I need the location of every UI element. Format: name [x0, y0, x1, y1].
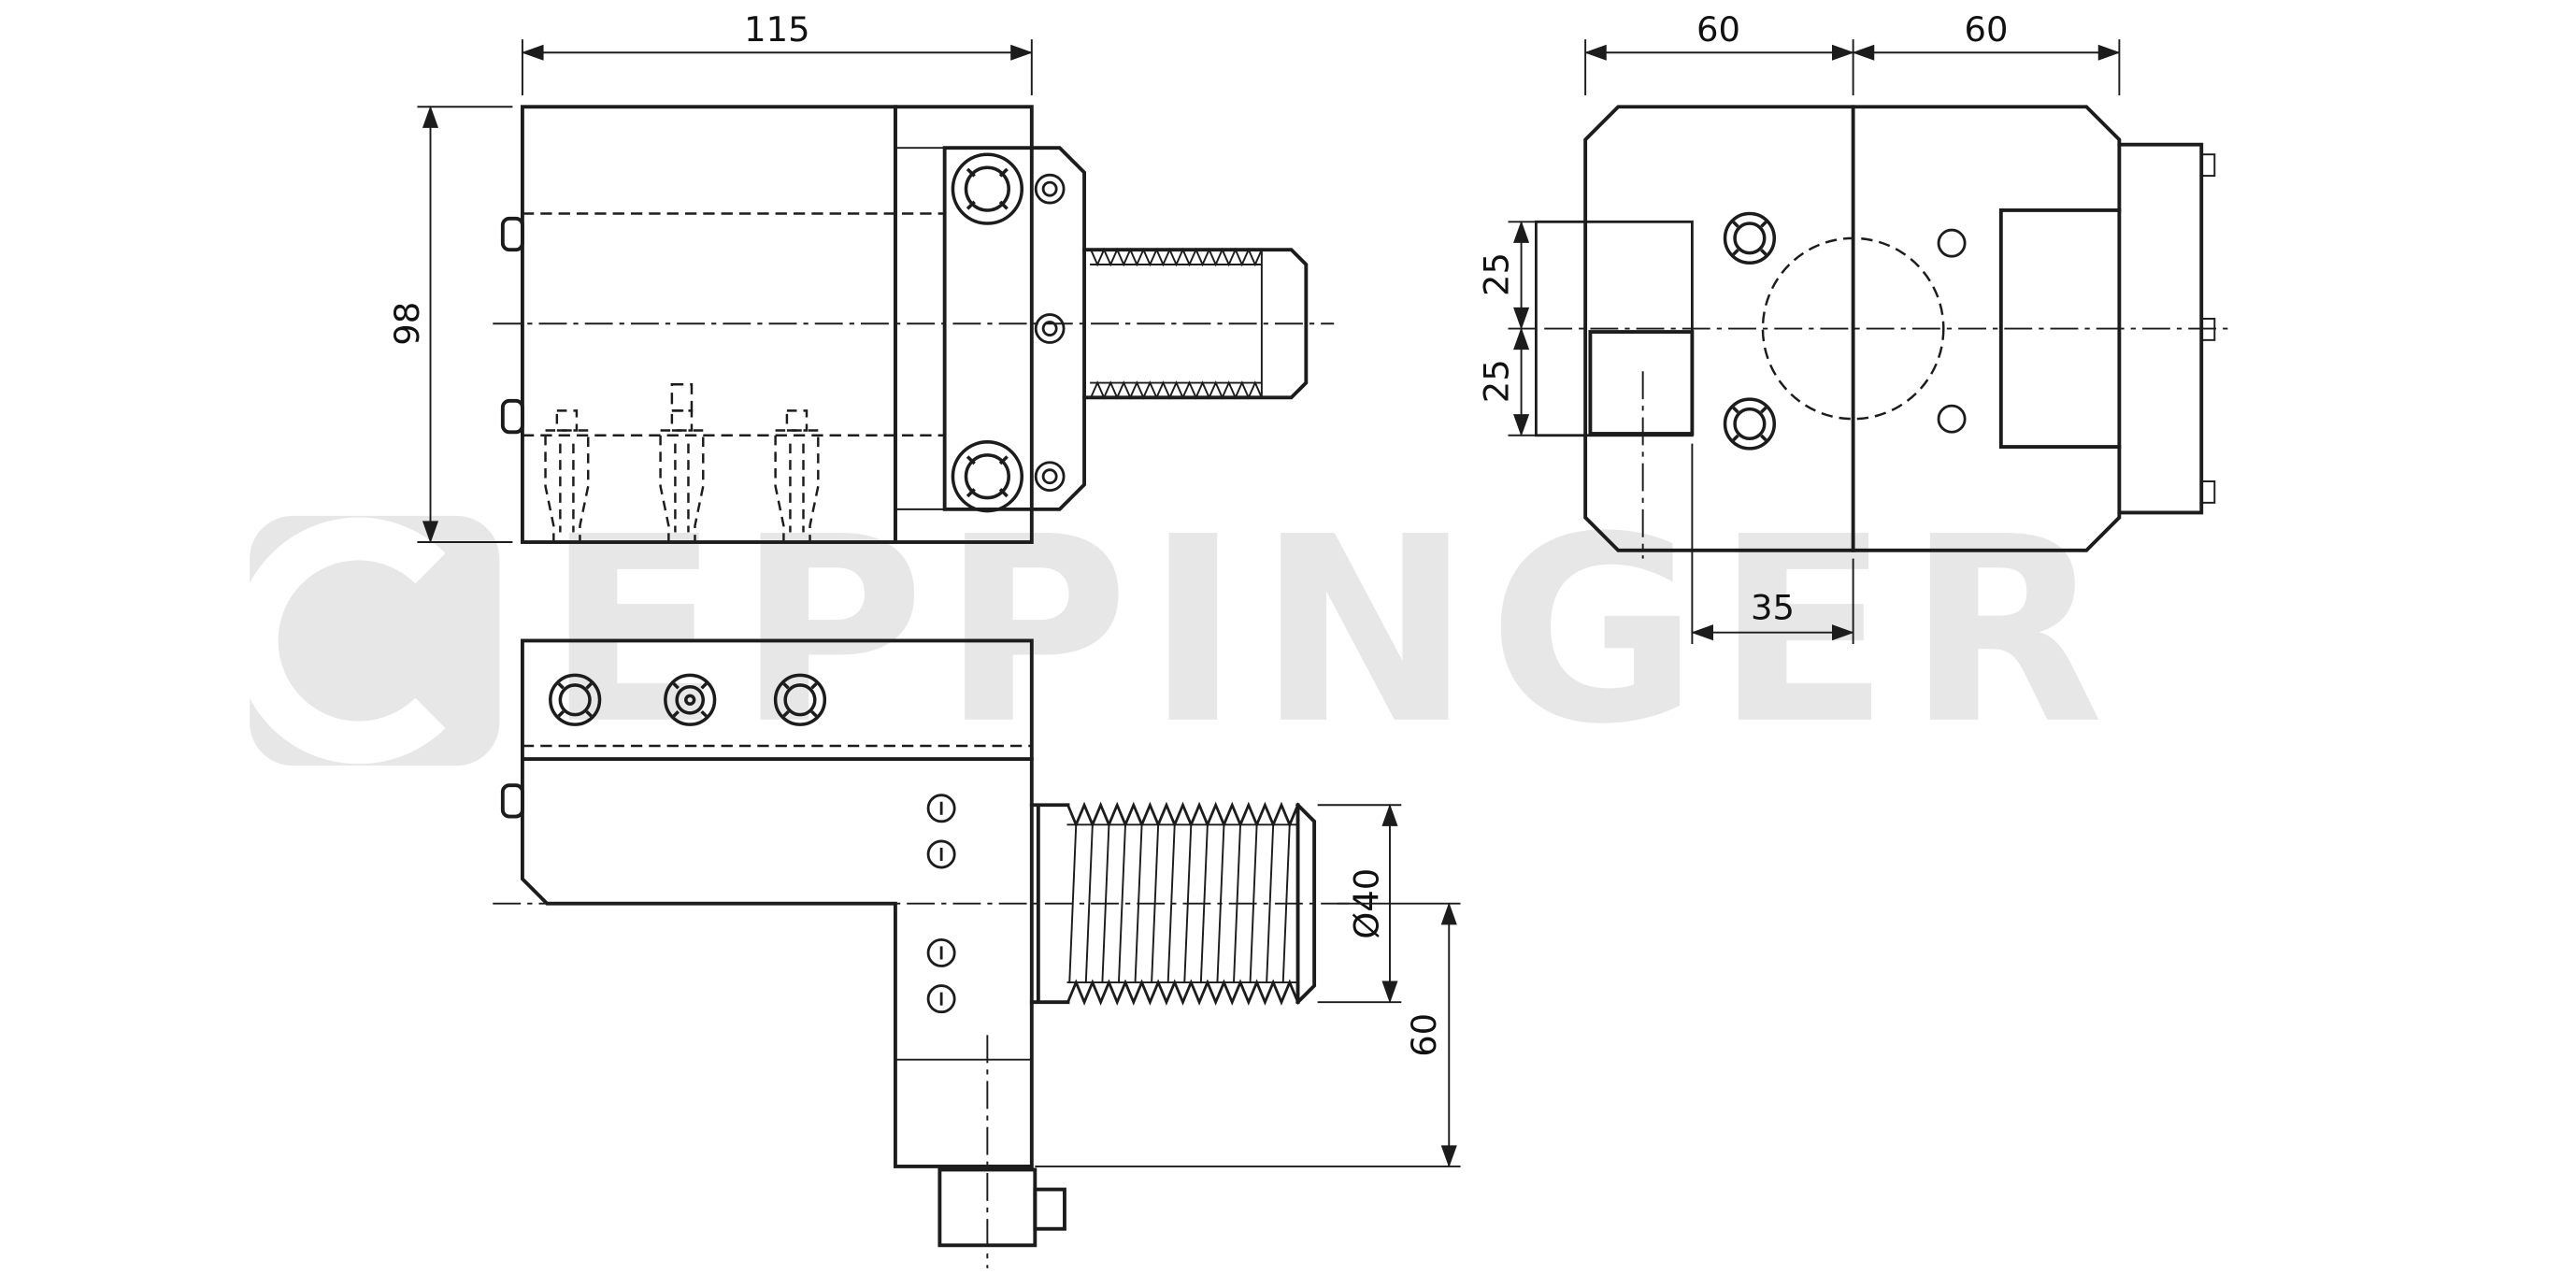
dim-label-axis-height: 60 — [1404, 1013, 1444, 1057]
dim-label-side-top-right: 60 — [1965, 9, 2009, 50]
dim-label-side-bottom: 35 — [1751, 588, 1795, 628]
bottom-body-outline — [521, 638, 1034, 1168]
dim-label-front-width: 115 — [744, 9, 809, 50]
dim-side-bottom: 35 — [1691, 443, 1854, 644]
eppinger-logo-swoosh — [235, 517, 446, 765]
watermark-text: EPPINGER — [546, 481, 2121, 780]
screw-icon — [951, 152, 1024, 225]
dim-side-top: 60 60 — [1583, 9, 2121, 95]
left-tab-upper — [500, 216, 524, 252]
dim-label-side-top-left: 60 — [1696, 9, 1740, 50]
thread-root-lines — [1066, 823, 1299, 984]
dim-side-left: 25 25 — [1477, 221, 1537, 437]
clamp-screw-stem-hidden — [670, 383, 694, 412]
shank-shoulder — [1029, 803, 1070, 1005]
coolant-port — [1588, 330, 1695, 436]
front-view: 115 98 — [387, 9, 1335, 544]
side-body-outline — [1583, 105, 2122, 552]
left-tab-lower — [500, 398, 524, 435]
hole-icon — [926, 984, 956, 1014]
shank-side-silhouette — [1998, 208, 2122, 450]
serration-bottom — [1089, 380, 1264, 400]
dim-front-width: 115 — [521, 9, 1034, 95]
left-tab — [500, 783, 524, 819]
flange-edge-lines — [894, 147, 946, 510]
side-view: 60 60 25 25 35 — [1477, 9, 2235, 644]
vdi-shank-outline — [1082, 248, 1309, 400]
bottom-clamp-tab — [1033, 1187, 1066, 1231]
hole-icon — [1937, 404, 1967, 434]
right-plate-tab — [2200, 153, 2216, 178]
dim-label-side-left-lower: 25 — [1477, 359, 1517, 403]
hole-icon — [926, 937, 956, 967]
hidden-edges — [522, 212, 945, 437]
right-plate-tab — [2200, 480, 2216, 504]
thread-crest-top — [1066, 801, 1300, 828]
extension-lines — [1584, 39, 2121, 95]
small-screw-icon — [1034, 313, 1066, 344]
screw-icon — [1723, 397, 1777, 451]
hole-icon — [926, 794, 956, 823]
extension-lines — [1035, 902, 1461, 1167]
bottom-view: Ø40 60 — [493, 638, 1461, 1268]
screw-icon — [1723, 211, 1777, 265]
dim-label-side-left-upper: 25 — [1477, 252, 1517, 296]
thread-crest-bottom — [1066, 979, 1300, 1006]
dim-label-front-height: 98 — [387, 302, 427, 346]
dim-axis-height: 60 — [1035, 902, 1461, 1168]
watermark: EPPINGER — [235, 481, 2121, 780]
hole-icon — [926, 839, 956, 869]
small-screw-icon — [1034, 173, 1066, 205]
dim-front-height: 98 — [387, 105, 513, 544]
bolt-circle-hidden — [1761, 236, 1945, 421]
hole-icon — [1937, 228, 1967, 258]
eppinger-logo — [250, 515, 500, 766]
serration-top — [1089, 247, 1264, 267]
